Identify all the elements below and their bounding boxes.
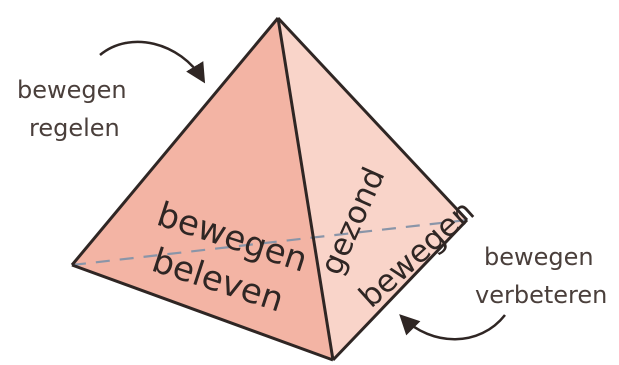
callout-top-left-line2: regelen bbox=[29, 114, 120, 142]
edge-apex-bottom bbox=[276, 17, 335, 361]
callout-bottom-right-line2: verbeteren bbox=[475, 281, 607, 309]
front-face bbox=[72, 18, 333, 360]
hidden-edge bbox=[71, 218, 468, 267]
curved-arrow-icon bbox=[399, 314, 506, 341]
edge-left-bottom bbox=[71, 263, 334, 362]
edge-bottom-right bbox=[331, 218, 469, 362]
callout-bottom-right-line1: bewegen bbox=[484, 243, 594, 271]
curved-arrow-icon bbox=[99, 40, 206, 84]
right-face bbox=[278, 18, 467, 360]
callout-top-left-line1: bewegen bbox=[17, 76, 127, 104]
edge-apex-right bbox=[276, 16, 469, 222]
edge-apex-left bbox=[70, 17, 280, 266]
